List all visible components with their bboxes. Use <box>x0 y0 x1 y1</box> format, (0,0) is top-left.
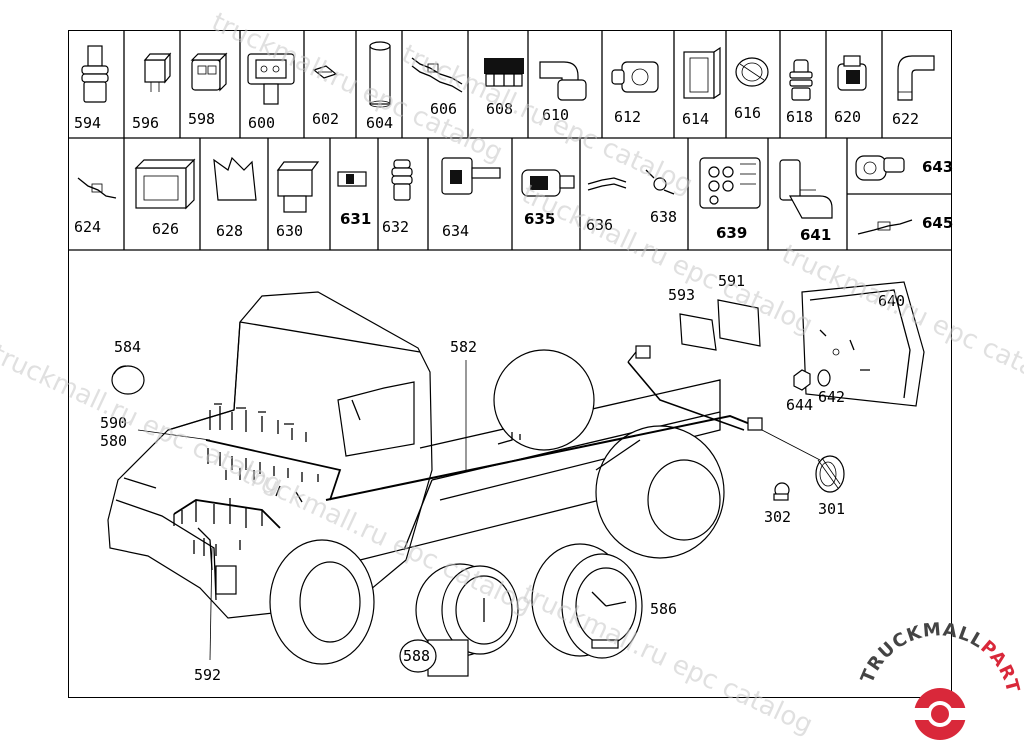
part-label: 622 <box>892 110 919 128</box>
callout-label: 593 <box>668 286 695 304</box>
lamp-holder-icon <box>815 455 845 493</box>
bracket-icon <box>213 156 257 201</box>
callout-label: 584 <box>114 338 141 356</box>
ring-terminal-icon <box>645 169 675 195</box>
relay-icon <box>337 171 367 187</box>
angle-connector-icon <box>779 159 833 219</box>
terminal-pin-icon <box>587 177 627 191</box>
grommet-icon <box>789 59 813 101</box>
callout-label: 582 <box>450 338 477 356</box>
part-label: 594 <box>74 114 101 132</box>
watermark-text: truckmall.ru epc catalog <box>517 179 817 340</box>
part-label: 604 <box>366 114 393 132</box>
front-harness-cluster <box>205 403 342 501</box>
part-label: 636 <box>586 216 613 234</box>
part-label: 602 <box>312 110 339 128</box>
sleeve-icon <box>369 41 391 108</box>
callout-label: 644 <box>786 396 813 414</box>
truck-chassis-drawing <box>107 281 925 677</box>
part-label: 608 <box>486 100 513 118</box>
part-label: 610 <box>542 106 569 124</box>
boot-icon <box>897 55 935 101</box>
plug-icon <box>81 45 109 103</box>
part-label: 643 <box>922 158 953 176</box>
part-label: 624 <box>74 218 101 236</box>
part-label: 645 <box>922 214 953 232</box>
pin-icon <box>312 65 338 79</box>
callout-label: 588 <box>403 647 430 665</box>
sensor-connector-icon <box>441 157 501 195</box>
part-label: 638 <box>650 208 677 226</box>
terminal-icon <box>411 57 463 93</box>
elbow-connector-icon <box>539 61 587 101</box>
callout-label: 640 <box>878 292 905 310</box>
part-label: 641 <box>800 226 831 244</box>
callout-label: 642 <box>818 388 845 406</box>
callout-label: 592 <box>194 666 221 684</box>
part-label: 630 <box>276 222 303 240</box>
part-label: 612 <box>614 108 641 126</box>
gauge-icon <box>415 563 519 677</box>
diagram-frame <box>68 30 952 698</box>
part-label: 632 <box>382 218 409 236</box>
lower-harness <box>173 485 303 571</box>
clamp-icon <box>735 57 769 87</box>
connector-plug-icon <box>837 55 867 91</box>
part-label: 614 <box>682 110 709 128</box>
callout-label: 590 <box>100 414 127 432</box>
tachograph-icon <box>531 543 643 659</box>
bulb-icon <box>773 482 790 501</box>
part-label: 596 <box>132 114 159 132</box>
gear-icon <box>914 688 966 740</box>
part-label: 620 <box>834 108 861 126</box>
connector-box-icon <box>190 52 228 92</box>
part-label: 635 <box>524 210 555 228</box>
parts-grid <box>68 30 952 251</box>
connector-cap-icon <box>855 155 905 181</box>
callout-label: 580 <box>100 432 127 450</box>
callout-label: 586 <box>650 600 677 618</box>
callout-label: 591 <box>718 272 745 290</box>
row2-icons <box>77 155 913 235</box>
socket-icon <box>247 53 295 105</box>
part-label: 626 <box>152 220 179 238</box>
row2-labels: 624 626 628 630 631 632 634 635 636 638 … <box>74 158 953 244</box>
part-label: 600 <box>248 114 275 132</box>
seal-icon <box>391 159 413 201</box>
block-connector-icon <box>134 158 196 210</box>
part-label: 639 <box>716 224 747 242</box>
fuse-holder-icon <box>276 161 320 213</box>
valve-connector-icon <box>611 61 659 93</box>
cable-terminal-icon <box>857 219 913 235</box>
connector-small-icon <box>143 52 172 92</box>
part-label: 606 <box>430 100 457 118</box>
callout-circle <box>399 639 437 673</box>
part-label: 634 <box>442 222 469 240</box>
row1-icons <box>81 41 935 108</box>
multi-pin-connector-icon <box>699 157 761 209</box>
row1-labels: 594 596 598 600 602 604 606 608 610 612 … <box>74 100 919 132</box>
housing-icon <box>683 46 721 100</box>
logo-text-main: TRUCKMALL <box>857 619 988 686</box>
part-label: 618 <box>786 108 813 126</box>
connector-dark-icon <box>484 58 524 87</box>
part-label: 631 <box>340 210 371 228</box>
part-label: 628 <box>216 222 243 240</box>
plug-connector-icon <box>521 169 575 197</box>
callout-label: 301 <box>818 500 845 518</box>
part-label: 598 <box>188 110 215 128</box>
part-label: 616 <box>734 104 761 122</box>
callout-label: 302 <box>764 508 791 526</box>
terminal-small-icon <box>77 177 117 199</box>
main-callouts: 582 584 590 580 592 593 591 640 644 642 … <box>100 272 905 684</box>
